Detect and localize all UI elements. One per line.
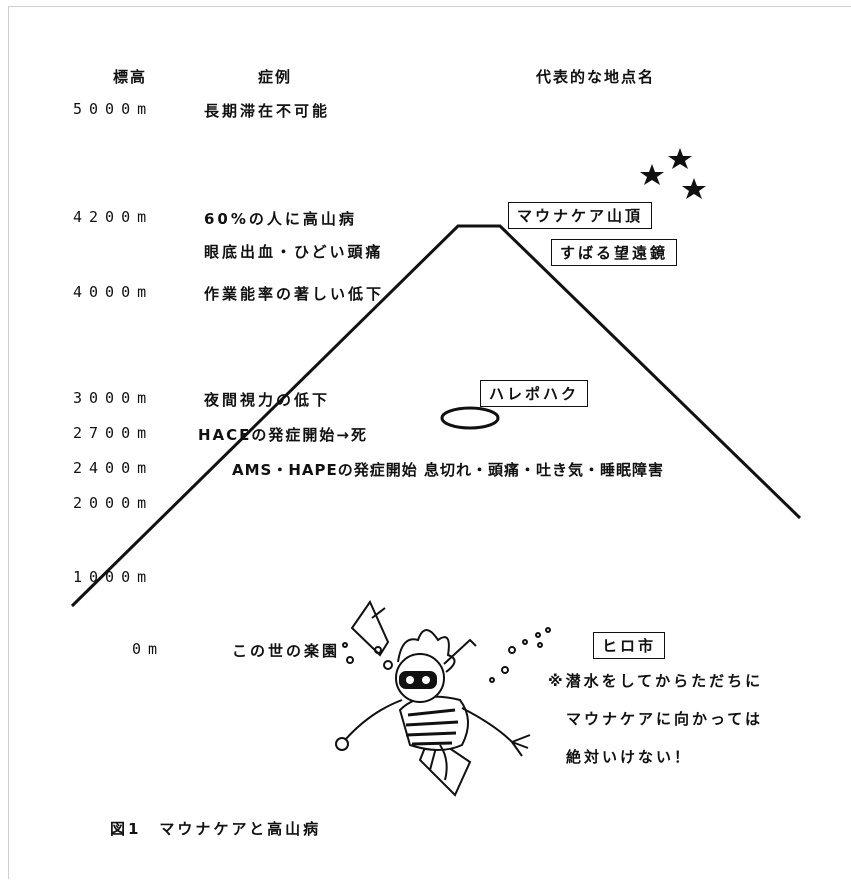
moon-icon	[700, 152, 755, 218]
header-places: 代表的な地点名	[536, 68, 656, 86]
place-subaru: すばる望遠鏡	[551, 239, 678, 266]
header-symptoms: 症例	[258, 68, 293, 86]
symptom-label: 60%の人に高山病	[204, 210, 357, 228]
symptom-label: 長期滞在不可能	[204, 102, 331, 120]
altitude-label: 5000m	[73, 100, 154, 118]
altitude-label: 4200m	[73, 208, 154, 226]
altitude-label: 1000m	[73, 568, 154, 586]
symptom-label: AMS・HAPEの発症開始 息切れ・頭痛・吐き気・睡眠障害	[232, 461, 664, 479]
figure-caption: 図1 マウナケアと高山病	[110, 820, 322, 838]
altitude-label: 4000m	[73, 283, 154, 301]
symptom-label: 眼底出血・ひどい頭痛	[204, 243, 384, 261]
symptom-label: HACEの発症開始→死	[198, 426, 368, 444]
place-halepohaku: ハレポハク	[480, 380, 589, 407]
altitude-label: 2400m	[73, 459, 154, 477]
warning-note-line: マウナケアに向かっては	[566, 710, 763, 728]
place-hilo: ヒロ市	[593, 632, 666, 659]
altitude-label: 2700m	[73, 424, 154, 442]
warning-note-line: 絶対いけない！	[566, 748, 693, 766]
halepohaku-marker	[440, 406, 500, 430]
altitude-label: 3000m	[73, 389, 154, 407]
place-summit: マウナケア山頂	[508, 202, 653, 229]
altitude-label: 0m	[132, 640, 165, 658]
symptom-label: 作業能率の著しい低下	[204, 285, 385, 303]
symptom-label: この世の楽園	[232, 642, 341, 660]
header-altitude: 標高	[113, 68, 148, 86]
symptom-label: 夜間視力の低下	[204, 391, 331, 409]
altitude-label: 2000m	[73, 494, 154, 512]
figure-frame	[8, 6, 851, 879]
warning-note-line: ※潜水をしてからただちに	[548, 672, 764, 690]
star-icon	[640, 148, 706, 199]
diver-illustration	[335, 599, 551, 797]
mountain-outline	[70, 224, 802, 608]
